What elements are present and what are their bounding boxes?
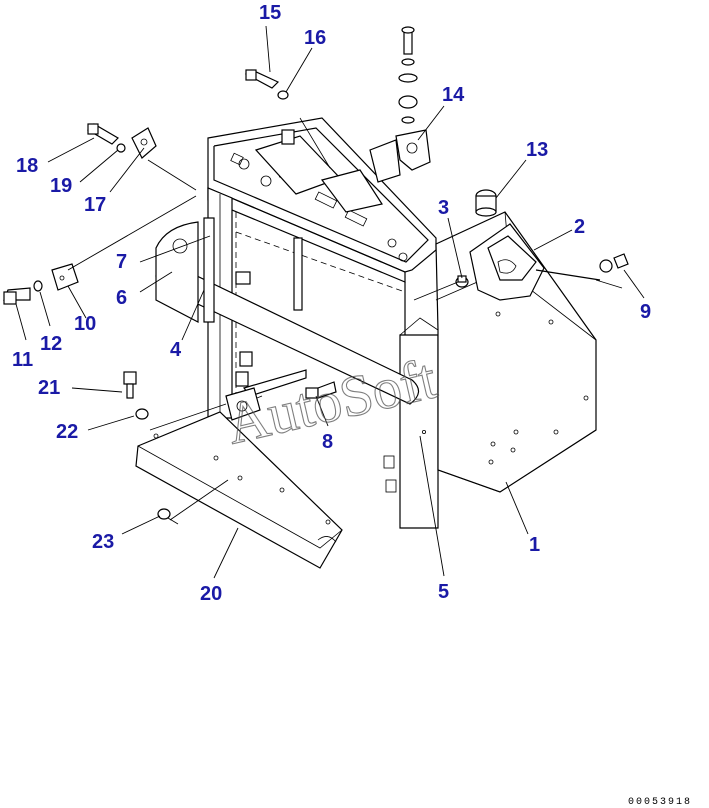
- document-number: 00053918: [628, 797, 692, 808]
- callout-20: 20: [200, 583, 222, 605]
- bolt-13: [475, 189, 497, 217]
- guard-plate-20: [135, 387, 343, 569]
- callout-15: 15: [259, 2, 281, 24]
- callout-4: 4: [170, 339, 182, 361]
- callout-1: 1: [529, 534, 540, 556]
- callout-14: 14: [442, 84, 465, 106]
- callout-22: 22: [56, 421, 78, 443]
- callout-21: 21: [38, 377, 60, 399]
- callout-10: 10: [74, 313, 96, 335]
- callout-5: 5: [438, 581, 449, 603]
- mount-14: [254, 26, 431, 213]
- callout-18: 18: [16, 155, 38, 177]
- tube-6: [155, 217, 420, 405]
- bolt-11: [3, 280, 43, 305]
- callout-13: 13: [526, 139, 548, 161]
- bolt-18: [87, 123, 157, 159]
- callout-11: 11: [12, 349, 33, 371]
- leader-lines: [15, 25, 645, 579]
- hinge-10: [51, 263, 79, 291]
- callouts: 15 16 14 13 18 19 17 3 2 7 6 9 10 11 12 …: [12, 2, 651, 605]
- bolt-8: [305, 381, 337, 399]
- callout-8: 8: [322, 431, 333, 453]
- callout-23: 23: [92, 531, 114, 553]
- callout-3: 3: [438, 197, 449, 219]
- callout-12: 12: [40, 333, 62, 355]
- nut-9: [599, 253, 629, 273]
- callout-17: 17: [84, 194, 106, 216]
- callout-9: 9: [640, 301, 651, 323]
- bolt-23: [157, 508, 179, 525]
- callout-7: 7: [116, 251, 127, 273]
- bolt-21: [123, 371, 149, 420]
- upper-bracket: [469, 223, 601, 301]
- bolt-15: [244, 69, 289, 100]
- callout-2: 2: [574, 216, 585, 238]
- callout-6: 6: [116, 287, 127, 309]
- callout-19: 19: [50, 175, 72, 197]
- callout-16: 16: [304, 27, 326, 49]
